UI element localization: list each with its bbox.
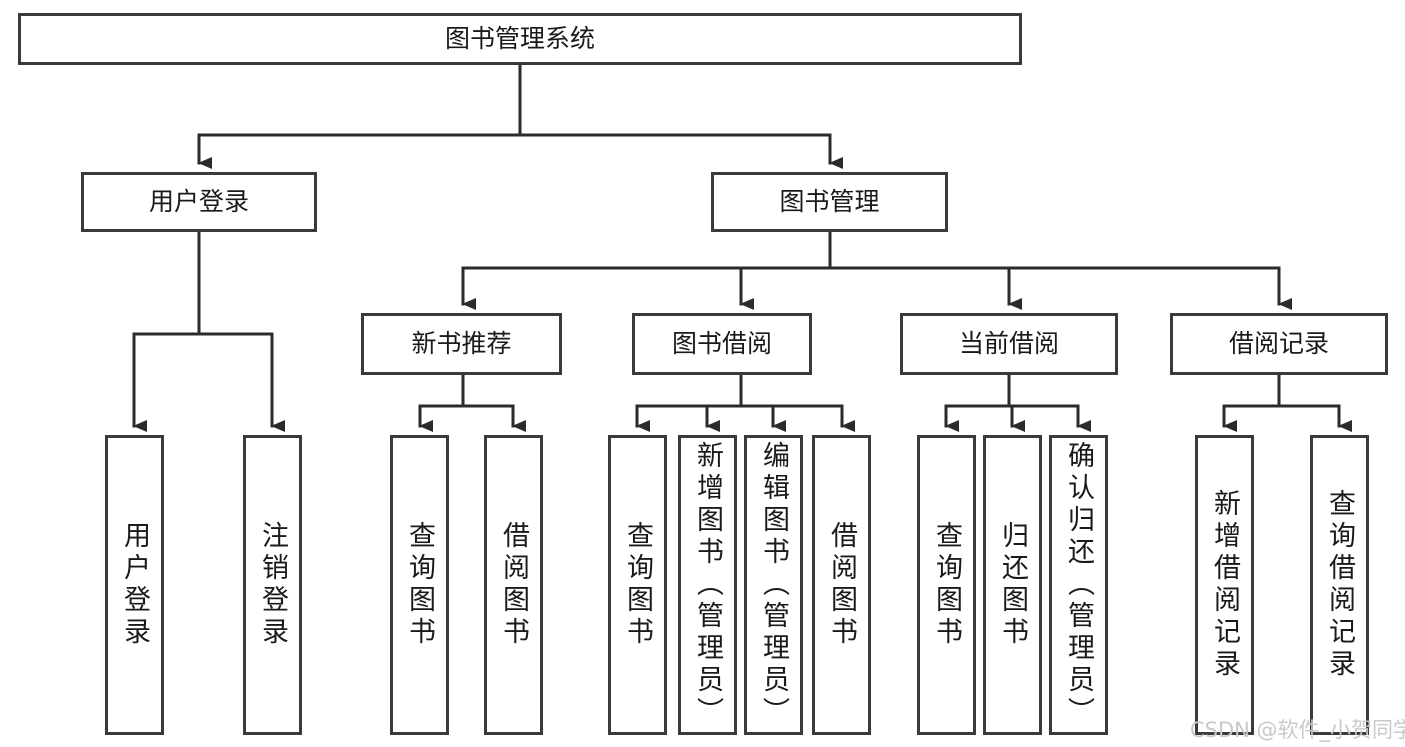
node-leaf-add-book-label: 新增图书（管理员） xyxy=(692,441,723,729)
node-leaf-edit-book[interactable]: 编辑图书（管理员） xyxy=(744,435,803,735)
node-leaf-add-record[interactable]: 新增借阅记录 xyxy=(1195,435,1254,735)
csdn-watermark: CSDN @软件_小贺同学 xyxy=(1190,718,1405,742)
node-leaf-query-book-3[interactable]: 查询图书 xyxy=(917,435,976,735)
node-leaf-query-record[interactable]: 查询借阅记录 xyxy=(1310,435,1369,735)
node-current-borrow[interactable]: 当前借阅 xyxy=(900,313,1118,375)
node-leaf-borrow-book-1[interactable]: 借阅图书 xyxy=(484,435,543,735)
node-leaf-return-book-label: 归还图书 xyxy=(997,521,1028,649)
node-leaf-add-record-label: 新增借阅记录 xyxy=(1209,489,1240,681)
node-leaf-logout-login[interactable]: 注销登录 xyxy=(243,435,302,735)
node-leaf-user-login[interactable]: 用户登录 xyxy=(105,435,164,735)
node-root-label: 图书管理系统 xyxy=(444,24,595,53)
node-user-login-label: 用户登录 xyxy=(148,187,249,216)
node-leaf-confirm-return[interactable]: 确认归还（管理员） xyxy=(1049,435,1108,735)
node-leaf-borrow-book-2[interactable]: 借阅图书 xyxy=(812,435,871,735)
node-leaf-borrow-book-2-label: 借阅图书 xyxy=(826,521,857,649)
node-leaf-query-book-1-label: 查询图书 xyxy=(404,521,435,649)
node-leaf-query-record-label: 查询借阅记录 xyxy=(1324,489,1355,681)
node-book-manage[interactable]: 图书管理 xyxy=(711,172,948,232)
node-root[interactable]: 图书管理系统 xyxy=(18,13,1022,65)
node-leaf-add-book[interactable]: 新增图书（管理员） xyxy=(678,435,737,735)
node-leaf-query-book-3-label: 查询图书 xyxy=(931,521,962,649)
node-borrow-record-label: 借阅记录 xyxy=(1228,329,1329,358)
node-new-book-recommend[interactable]: 新书推荐 xyxy=(361,313,562,375)
node-book-manage-label: 图书管理 xyxy=(779,187,880,216)
node-leaf-return-book[interactable]: 归还图书 xyxy=(983,435,1042,735)
node-leaf-edit-book-label: 编辑图书（管理员） xyxy=(758,441,789,729)
node-leaf-logout-login-label: 注销登录 xyxy=(257,521,288,649)
node-new-book-recommend-label: 新书推荐 xyxy=(411,329,512,358)
node-borrow-record[interactable]: 借阅记录 xyxy=(1170,313,1388,375)
node-leaf-borrow-book-1-label: 借阅图书 xyxy=(498,521,529,649)
node-book-borrow-label: 图书借阅 xyxy=(671,329,772,358)
node-current-borrow-label: 当前借阅 xyxy=(958,329,1059,358)
node-leaf-query-book-2-label: 查询图书 xyxy=(622,521,653,649)
node-leaf-query-book-2[interactable]: 查询图书 xyxy=(608,435,667,735)
node-leaf-query-book-1[interactable]: 查询图书 xyxy=(390,435,449,735)
node-book-borrow[interactable]: 图书借阅 xyxy=(632,313,812,375)
node-leaf-user-login-label: 用户登录 xyxy=(119,521,150,649)
node-user-login[interactable]: 用户登录 xyxy=(81,172,317,232)
node-leaf-confirm-return-label: 确认归还（管理员） xyxy=(1063,441,1094,729)
